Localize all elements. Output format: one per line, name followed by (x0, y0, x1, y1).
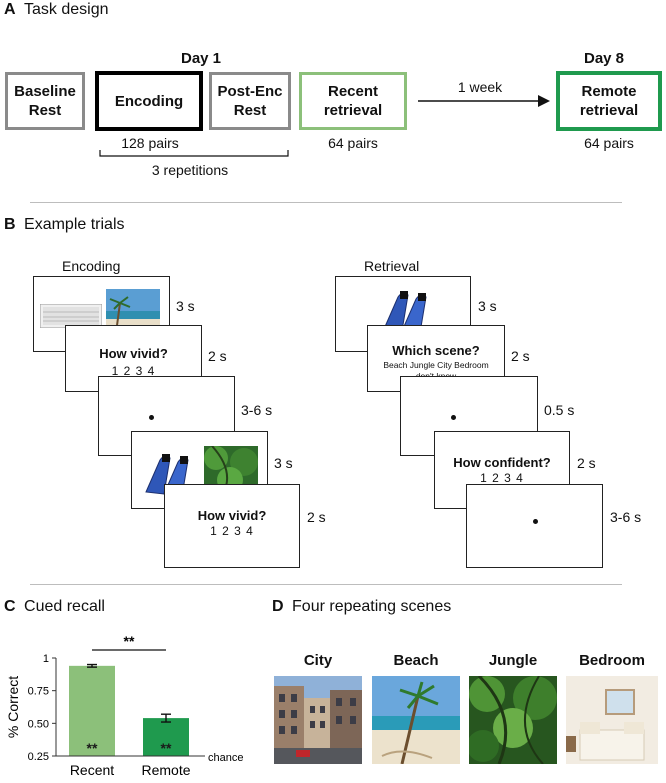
bar-recent (69, 665, 115, 756)
panel-d-title: Four repeating scenes (292, 598, 452, 615)
y-tick-label: 0.75 (28, 686, 49, 698)
cued-recall-chart: 0.25 0.50 0.75 1 % Correct ** Recent ** Remote ch… (5, 633, 243, 778)
vivid-question-1: How vivid? (99, 346, 168, 361)
panel-a-title: Task design (24, 1, 109, 18)
x-tick-label: Recent (70, 762, 114, 778)
jungle-scene-image (469, 676, 557, 764)
vivid-scale-1: 1 2 3 4 (111, 364, 156, 378)
panel-a-header: A Task design (4, 1, 109, 19)
bar-significance: ** (161, 740, 172, 756)
interval-label: 1 week (457, 79, 503, 95)
remote-pairs-label: 64 pairs (584, 135, 634, 151)
recent-line1: Recent (327, 83, 379, 100)
panel-a-lines (99, 95, 550, 157)
enc-dur-2: 2 s (208, 348, 227, 364)
encoding-box: Encoding (95, 71, 203, 131)
ret-dur-3: 0.5 s (544, 402, 575, 418)
baseline-line2: Rest (28, 102, 62, 119)
panel-b-header: B Example trials (4, 216, 125, 234)
which-scene-question: Which scene? (392, 343, 480, 358)
city-scene-image (274, 676, 362, 764)
panel-c-title: Cued recall (24, 598, 105, 615)
fixation-dot (149, 415, 154, 420)
bedroom-scene-image (566, 676, 658, 764)
postenc-line1: Post-Enc (217, 83, 283, 100)
day1-label: Day 1 (181, 50, 222, 67)
confidence-scale: 1 2 3 4 (480, 471, 524, 485)
remote-line1: Remote (581, 83, 637, 100)
encoding-label: Encoding (114, 92, 184, 110)
panel-c-letter: C (4, 598, 16, 615)
recent-pairs-label: 64 pairs (328, 135, 378, 151)
final-fixation-dot (533, 519, 538, 524)
bar-remote (143, 718, 189, 756)
panel-a-letter: A (4, 1, 16, 18)
remote-retrieval-box: Remote retrieval (556, 71, 662, 131)
repetitions-bracket (99, 150, 289, 157)
panel-b-title: Example trials (24, 216, 125, 233)
day8-label: Day 8 (584, 50, 625, 67)
postenc-line2: Rest (233, 102, 267, 119)
y-tick-label: 1 (43, 653, 49, 665)
week-arrow-head (538, 95, 550, 107)
encoding-screen-5: How vivid? 1 2 3 4 (164, 484, 300, 568)
panel-d-header: D Four repeating scenes (272, 598, 451, 616)
y-tick-label: 0.25 (28, 751, 49, 763)
chance-label: chance (208, 752, 243, 764)
post-enc-rest-box: Post-Enc Rest (209, 72, 291, 130)
divider-a-b (30, 202, 622, 203)
bar-significance: ** (87, 740, 98, 756)
y-axis-label: % Correct (5, 676, 21, 738)
flippers-cue-image (383, 291, 427, 333)
vivid-scale-2: 1 2 3 4 (210, 524, 254, 538)
baseline-line1: Baseline (14, 83, 76, 100)
scene-options: Beach Jungle City Bedroom (383, 360, 489, 370)
y-tick-label: 0.50 (28, 718, 49, 730)
enc-dur-5: 2 s (307, 509, 326, 525)
ret-dur-4: 2 s (577, 455, 596, 471)
encoding-pairs-label: 128 pairs (121, 135, 179, 151)
retrieval-screen-5 (466, 484, 603, 568)
confidence-question: How confident? (453, 455, 551, 470)
beach-scene-image (372, 676, 460, 764)
panel-c-header: C Cued recall (4, 598, 105, 616)
recent-line2: retrieval (323, 102, 383, 119)
baseline-rest-box: Baseline Rest (5, 72, 85, 130)
scene-label-bedroom: Bedroom (579, 652, 645, 669)
recent-retrieval-box: Recent retrieval (299, 72, 407, 130)
enc-dur-4: 3 s (274, 455, 293, 471)
panel-b-letter: B (4, 216, 16, 233)
panel-d-letter: D (272, 598, 284, 615)
remote-line2: retrieval (579, 102, 639, 119)
enc-dur-1: 3 s (176, 298, 195, 314)
ret-dur-1: 3 s (478, 298, 497, 314)
scene-label-beach: Beach (393, 652, 439, 669)
divider-b-cd (30, 584, 622, 585)
encoding-heading: Encoding (62, 258, 121, 274)
ret-dur-5: 3-6 s (610, 509, 642, 525)
retrieval-fixation-dot (451, 415, 456, 420)
repetitions-label: 3 repetitions (151, 162, 229, 178)
scene-label-jungle: Jungle (488, 652, 538, 669)
vivid-question-2: How vivid? (197, 508, 267, 523)
keyboard-image (40, 304, 102, 328)
ret-dur-2: 2 s (511, 348, 530, 364)
retrieval-heading: Retrieval (364, 258, 420, 274)
enc-dur-3: 3-6 s (241, 402, 273, 418)
scene-label-city: City (303, 652, 333, 669)
x-tick-label: Remote (141, 762, 190, 778)
significance-label: ** (124, 633, 135, 649)
